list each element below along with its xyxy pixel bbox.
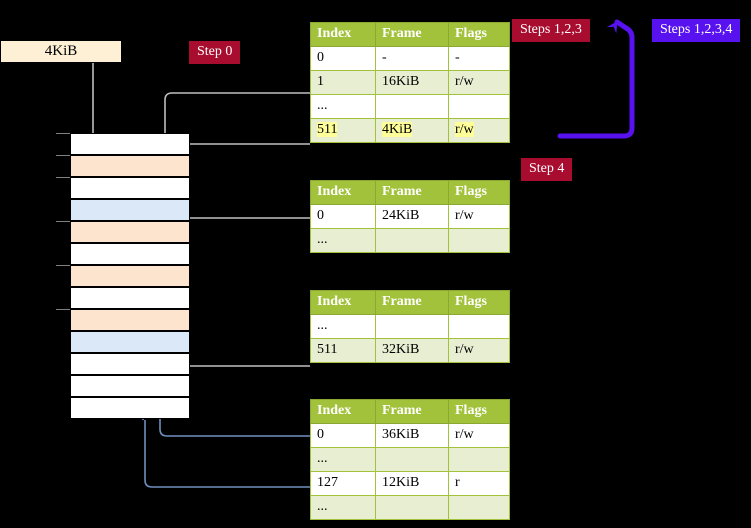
memory-frame-row xyxy=(70,353,190,375)
table-cell-index: 511 xyxy=(310,338,376,363)
column-header-index: Index xyxy=(310,22,376,47)
table-cell-flags xyxy=(448,447,510,472)
memory-frame-row xyxy=(70,199,190,221)
column-header-flags: Flags xyxy=(448,22,510,47)
column-header-frame: Frame xyxy=(375,22,449,47)
table-cell-frame xyxy=(375,314,449,339)
column-header-frame: Frame xyxy=(375,180,449,205)
column-header-flags: Flags xyxy=(448,290,510,315)
table-cell-index: ... xyxy=(310,94,376,119)
column-header-frame: Frame xyxy=(375,290,449,315)
wire-pd-row511 xyxy=(171,305,310,367)
table-cell-frame: 12KiB xyxy=(375,471,449,496)
table-cell-index: 511 xyxy=(310,118,376,143)
table-cell-frame xyxy=(375,447,449,472)
table-row: ... xyxy=(310,495,510,520)
table-cell-flags: r/w xyxy=(448,204,510,229)
memory-frame-row xyxy=(70,265,190,287)
badge-step-0: Step 0 xyxy=(189,41,241,64)
table-cell-frame: 16KiB xyxy=(375,70,449,95)
physical-memory-column xyxy=(56,133,190,419)
memory-frame-row xyxy=(70,177,190,199)
column-header-index: Index xyxy=(310,290,376,315)
column-header-index: Index xyxy=(310,180,376,205)
table-cell-index: 127 xyxy=(310,471,376,496)
table-cell-flags: r/w xyxy=(448,70,510,95)
memory-row-tick xyxy=(56,221,70,222)
table-cell-flags: r xyxy=(448,471,510,496)
memory-frame-row xyxy=(70,309,190,331)
wire-pml4-row1 xyxy=(163,92,310,145)
column-header-frame: Frame xyxy=(375,399,449,424)
table-cell-flags: r/w xyxy=(448,423,510,448)
table-cell-index: 0 xyxy=(310,46,376,71)
table-row: ... xyxy=(310,447,510,472)
table-cell-index: 0 xyxy=(310,423,376,448)
table-row: ... xyxy=(310,314,510,339)
table-cell-flags xyxy=(448,314,510,339)
highlighted-value: 511 xyxy=(317,122,338,137)
wire-pt-row0 xyxy=(152,327,310,437)
table-row: 0-- xyxy=(310,46,510,71)
memory-frame-row xyxy=(70,397,190,419)
memory-row-tick xyxy=(56,265,70,266)
memory-row-tick xyxy=(56,177,70,178)
frame-size-box: 4KiB xyxy=(0,40,122,63)
table-cell-index: 1 xyxy=(310,70,376,95)
table-cell-index: 0 xyxy=(310,204,376,229)
column-header-index: Index xyxy=(310,399,376,424)
table-cell-flags xyxy=(448,228,510,253)
table-cell-frame: 36KiB xyxy=(375,423,449,448)
column-header-flags: Flags xyxy=(448,180,510,205)
table-cell-flags: r/w xyxy=(448,338,510,363)
table-cell-frame: 4KiB xyxy=(375,118,449,143)
memory-frame-row xyxy=(70,243,190,265)
badge-steps-1234: Steps 1,2,3,4 xyxy=(652,19,741,42)
table-cell-frame xyxy=(375,495,449,520)
table-cell-frame: 32KiB xyxy=(375,338,449,363)
memory-row-tick xyxy=(56,155,70,156)
table-cell-index: ... xyxy=(310,228,376,253)
memory-frame-row xyxy=(70,155,190,177)
memory-row-tick xyxy=(56,309,70,310)
wire-pml4-row511 xyxy=(177,143,310,189)
memory-frame-row xyxy=(70,133,190,155)
highlighted-value: r/w xyxy=(455,122,474,137)
memory-row-tick xyxy=(56,133,70,134)
table-cell-flags xyxy=(448,94,510,119)
memory-frame-row xyxy=(70,221,190,243)
highlighted-value: 4KiB xyxy=(382,122,413,137)
table-cell-flags: r/w xyxy=(448,118,510,143)
badge-steps-123: Steps 1,2,3 xyxy=(512,19,590,42)
table-cell-flags xyxy=(448,495,510,520)
column-header-flags: Flags xyxy=(448,399,510,424)
memory-frame-row xyxy=(70,331,190,353)
table-cell-index: ... xyxy=(310,314,376,339)
table-cell-flags: - xyxy=(448,46,510,71)
table-cell-frame xyxy=(375,94,449,119)
badge-step-4: Step 4 xyxy=(521,158,573,181)
memory-frame-row xyxy=(70,375,190,397)
wire-pt-row127 xyxy=(144,420,310,488)
table-cell-frame xyxy=(375,228,449,253)
wire-steps1234-arrow xyxy=(557,19,635,139)
wire-pdpt-row0 xyxy=(177,217,310,277)
table-row: ... xyxy=(310,228,510,253)
table-cell-index: ... xyxy=(310,495,376,520)
table-cell-frame: 24KiB xyxy=(375,204,449,229)
memory-frame-row xyxy=(70,287,190,309)
table-cell-index: ... xyxy=(310,447,376,472)
table-row: ... xyxy=(310,94,510,119)
table-row: 511 4KiB r/w xyxy=(310,118,510,143)
table-cell-frame: - xyxy=(375,46,449,71)
